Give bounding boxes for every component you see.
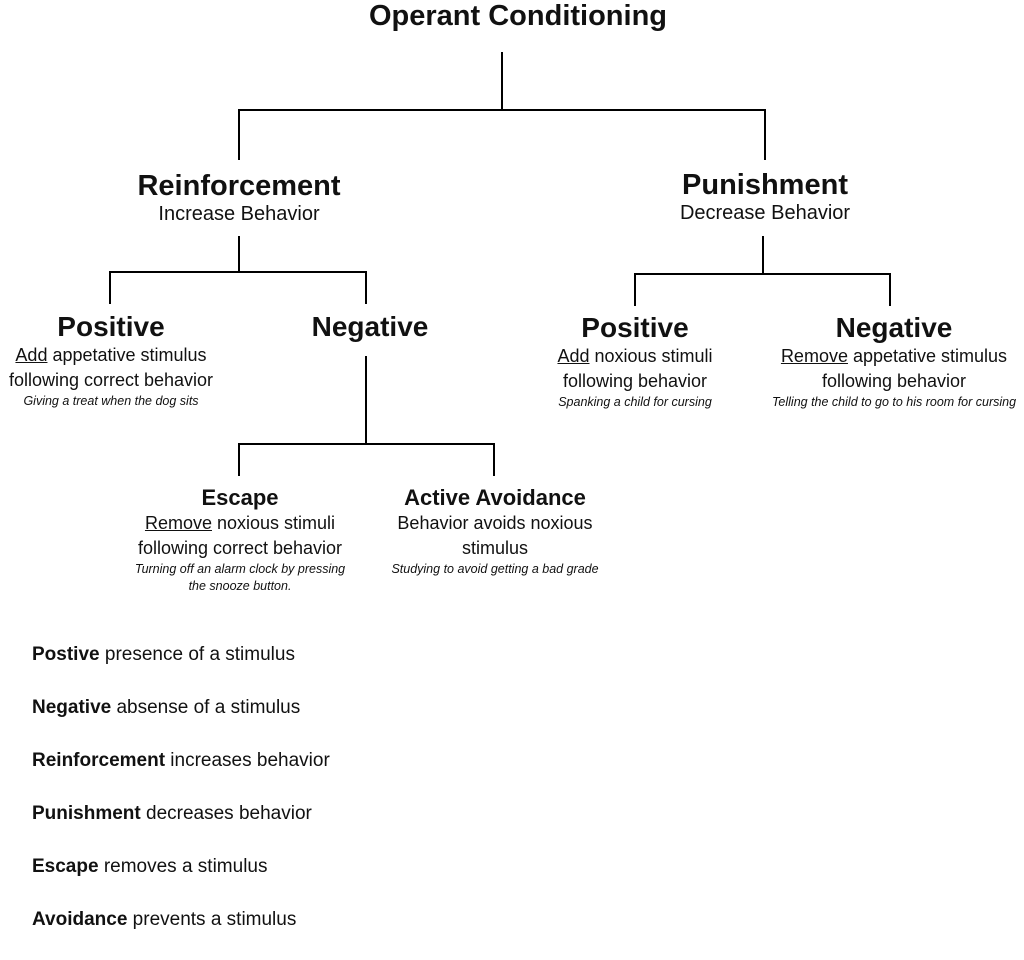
punishment-positive-keyword: Add <box>557 346 590 366</box>
root-title: Operant Conditioning <box>368 0 668 32</box>
punishment-title: Punishment <box>682 169 848 201</box>
punishment-positive-line1: Add noxious stimuli <box>557 346 713 366</box>
reinforcement-positive-line1: Add appetative stimulus <box>15 345 207 365</box>
legend-item: Postive presence of a stimulus <box>32 642 330 695</box>
legend-item: Escape removes a stimulus <box>32 854 330 907</box>
legend-item: Negative absense of a stimulus <box>32 695 330 748</box>
punishment-positive-title: Positive <box>581 312 689 343</box>
reinforcement-positive-title: Positive <box>57 311 165 342</box>
reinforcement-positive-keyword: Add <box>15 345 48 365</box>
avoidance-title: Active Avoidance <box>404 485 586 510</box>
reinforcement-positive-node: Positive Add appetative stimulus followi… <box>9 311 213 410</box>
legend-term: Negative <box>32 697 112 718</box>
escape-example-line2: the snooze button. <box>188 579 292 593</box>
punishment-negative-node: Negative Remove appetative stimulus foll… <box>772 312 1016 411</box>
reinforcement-positive-example: Giving a treat when the dog sits <box>23 394 199 408</box>
legend-term: Reinforcement <box>32 750 166 771</box>
legend-definition: decreases behavior <box>140 803 312 824</box>
escape-title: Escape <box>201 485 279 510</box>
legend-term: Postive <box>32 644 100 665</box>
escape-keyword: Remove <box>144 513 212 533</box>
avoidance-example: Studying to avoid getting a bad grade <box>391 562 599 576</box>
reinforcement-node: Reinforcement Increase Behavior <box>137 170 340 226</box>
legend-item: Avoidance prevents a stimulus <box>32 907 330 960</box>
reinforcement-subtitle: Increase Behavior <box>158 203 320 225</box>
legend-definition: removes a stimulus <box>98 856 268 877</box>
reinforcement-positive-line2: following correct behavior <box>8 370 214 390</box>
punishment-node: Punishment Decrease Behavior <box>680 169 850 225</box>
punishment-positive-node: Positive Add noxious stimuli following b… <box>557 312 712 411</box>
legend-term: Escape <box>32 856 99 877</box>
avoidance-line2: stimulus <box>461 538 529 558</box>
escape-node: Escape Remove noxious stimuli following … <box>135 485 345 595</box>
reinforcement-negative-title: Negative <box>311 311 429 342</box>
punishment-negative-title: Negative <box>835 312 953 343</box>
escape-line2: following correct behavior <box>137 538 343 558</box>
punishment-positive-example: Spanking a child for cursing <box>558 395 712 409</box>
tree-connectors <box>109 52 891 476</box>
escape-line1: Remove noxious stimuli <box>144 513 336 533</box>
legend-definition: presence of a stimulus <box>99 644 295 665</box>
legend-definition: prevents a stimulus <box>127 909 297 930</box>
avoidance-line1: Behavior avoids noxious <box>397 513 593 533</box>
punishment-positive-line2: following behavior <box>562 371 708 391</box>
legend-term: Avoidance <box>32 909 128 930</box>
legend: Postive presence of a stimulus Negative … <box>32 642 330 960</box>
punishment-negative-line2: following behavior <box>821 371 967 391</box>
legend-definition: absense of a stimulus <box>111 697 301 718</box>
punishment-subtitle: Decrease Behavior <box>679 202 851 224</box>
legend-definition: increases behavior <box>165 750 330 771</box>
reinforcement-title: Reinforcement <box>137 170 341 202</box>
legend-term: Punishment <box>32 803 141 824</box>
legend-item: Reinforcement increases behavior <box>32 748 330 801</box>
escape-example-line1: Turning off an alarm clock by pressing <box>134 562 346 576</box>
punishment-negative-keyword: Remove <box>780 346 848 366</box>
punishment-negative-line1: Remove appetative stimulus <box>780 346 1008 366</box>
reinforcement-negative-node: Negative <box>312 311 429 343</box>
root-node: Operant Conditioning <box>369 0 667 33</box>
avoidance-node: Active Avoidance Behavior avoids noxious… <box>391 485 598 578</box>
legend-item: Punishment decreases behavior <box>32 801 330 854</box>
punishment-negative-example: Telling the child to go to his room for … <box>771 395 1017 409</box>
